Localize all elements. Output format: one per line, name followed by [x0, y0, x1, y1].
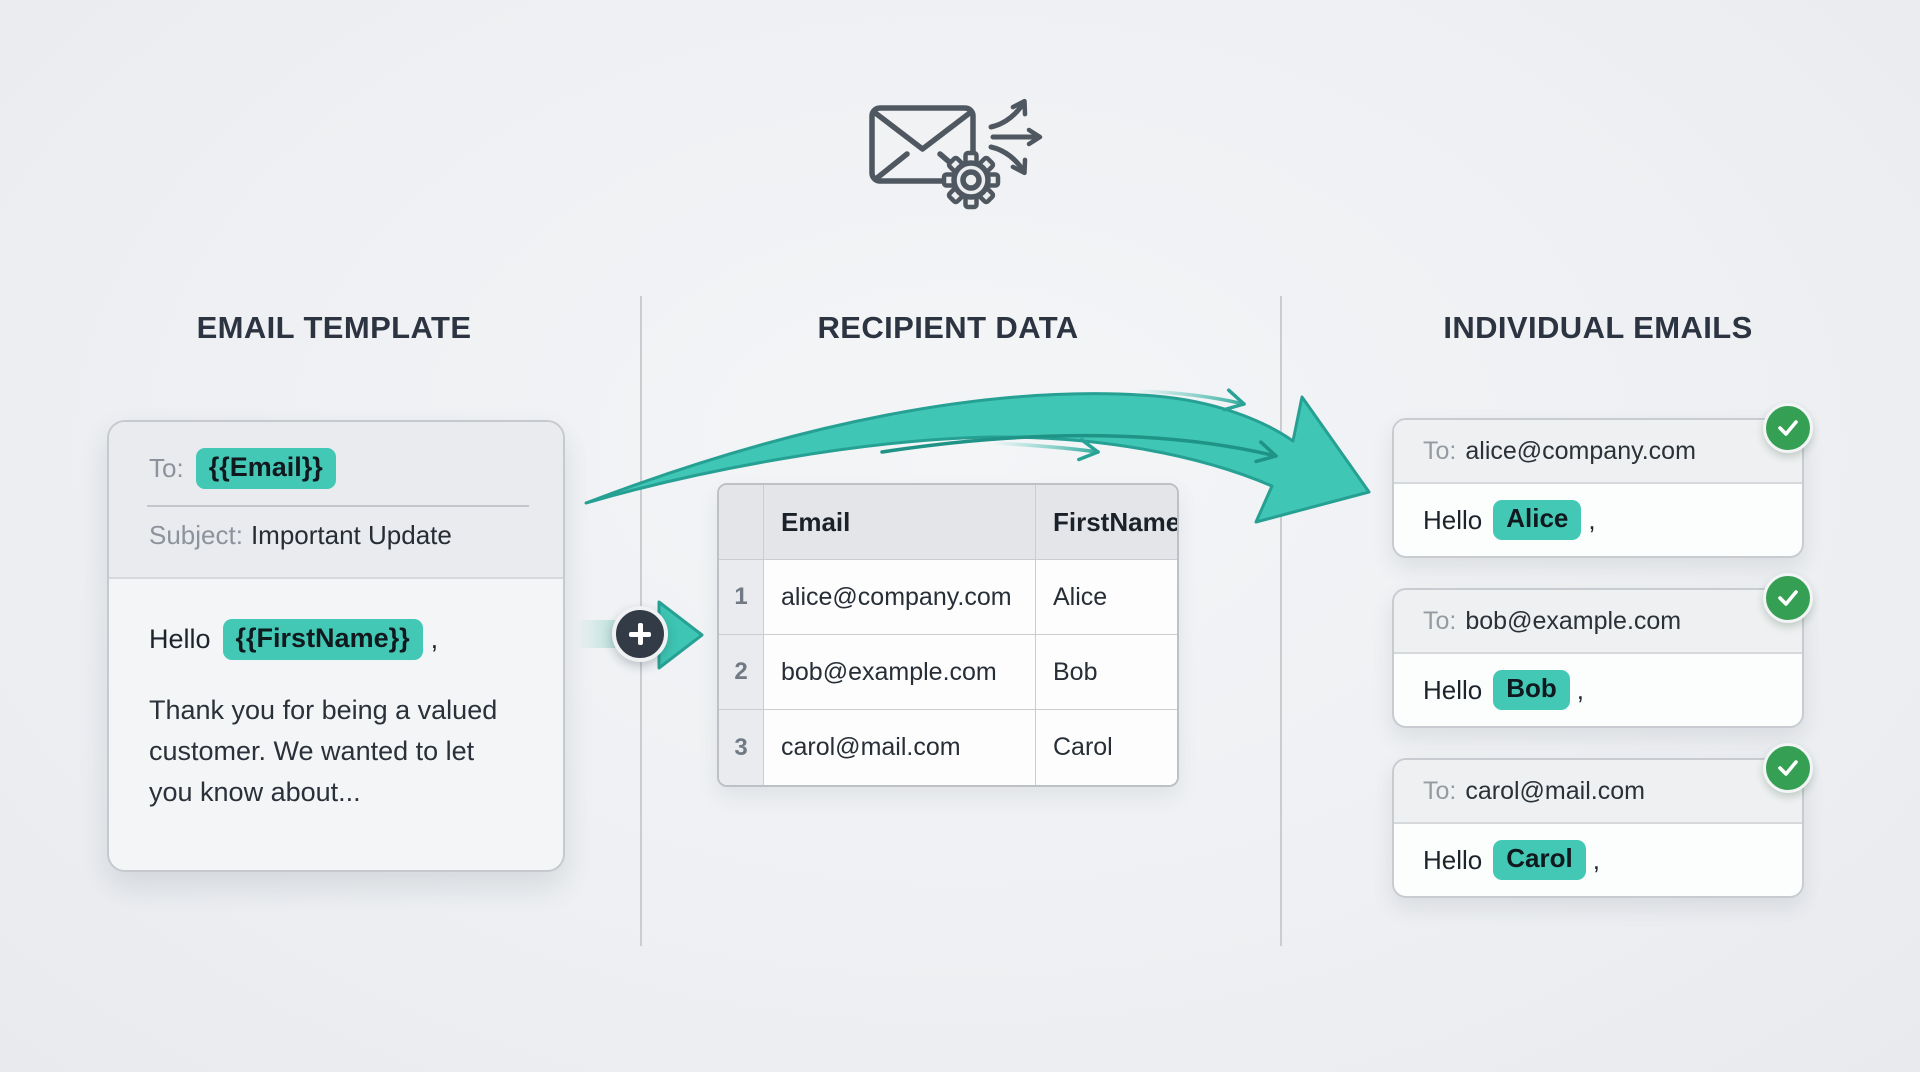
table-cell-email: bob@example.com: [764, 635, 1036, 710]
template-to-label: To:: [149, 453, 184, 484]
check-icon: [1778, 760, 1798, 776]
firstname-merge-field: {{FirstName}}: [222, 619, 423, 661]
email-to-label: To:: [1423, 776, 1457, 805]
merged-name-chip: Alice: [1493, 500, 1582, 540]
template-greeting-prefix: Hello: [149, 624, 211, 655]
recipient-table: Email FirstName 1 alice@company.com Alic…: [717, 483, 1179, 787]
email-to-address: alice@company.com: [1465, 436, 1696, 465]
email-to-label: To:: [1423, 436, 1457, 465]
template-header: To: {{Email}} Subject:Important Update: [109, 422, 563, 579]
section-title-email-template: EMAIL TEMPLATE: [196, 310, 472, 345]
envelope-icon: [869, 105, 976, 184]
checkmark-badge: [1763, 573, 1813, 623]
email-greeting-prefix: Hello: [1423, 504, 1483, 535]
email-greeting-suffix: ,: [1592, 844, 1600, 875]
email-to-address: bob@example.com: [1465, 606, 1682, 635]
template-subject-label: Subject:: [149, 520, 243, 551]
email-card-alice: To: alice@company.com Hello Alice ,: [1392, 403, 1813, 558]
section-title-individual-emails: INDIVIDUAL EMAILS: [1443, 310, 1753, 345]
template-header-divider: [147, 505, 529, 508]
table-header-email: Email: [764, 485, 1036, 560]
fanout-arrows-icon: [988, 98, 1043, 176]
email-template-card: To: {{Email}} Subject:Important Update H…: [107, 420, 565, 872]
email-card-carol: To: carol@mail.com Hello Carol ,: [1392, 743, 1813, 898]
table-cell-firstname: Alice: [1036, 560, 1177, 635]
accent-arrow-top: [1134, 388, 1246, 412]
check-icon: [1778, 420, 1798, 436]
table-cell-email: alice@company.com: [764, 560, 1036, 635]
email-to-label: To:: [1423, 606, 1457, 635]
merged-name-chip: Carol: [1493, 840, 1586, 880]
table-header-firstname: FirstName: [1036, 485, 1177, 560]
email-greeting-prefix: Hello: [1423, 844, 1483, 875]
table-corner-cell: [719, 485, 764, 560]
email-merge-field: {{Email}}: [195, 448, 336, 490]
email-card-bob: To: bob@example.com Hello Bob ,: [1392, 573, 1813, 728]
section-divider-right: [1280, 296, 1282, 946]
check-icon: [1778, 590, 1798, 606]
checkmark-badge: [1763, 403, 1813, 453]
accent-arrow-middle: [991, 437, 1100, 462]
swoosh-inner-arrow: [880, 433, 1278, 464]
row-number: 1: [719, 560, 764, 635]
table-cell-email: carol@mail.com: [764, 710, 1036, 785]
merged-name-chip: Bob: [1493, 670, 1570, 710]
email-greeting-suffix: ,: [1588, 504, 1596, 535]
section-title-recipient-data: RECIPIENT DATA: [817, 310, 1079, 345]
checkmark-badge: [1763, 743, 1813, 793]
row-number: 2: [719, 635, 764, 710]
email-greeting-prefix: Hello: [1423, 674, 1483, 705]
gear-icon: [941, 150, 1001, 210]
table-cell-firstname: Carol: [1036, 710, 1177, 785]
table-cell-firstname: Bob: [1036, 635, 1177, 710]
email-to-address: carol@mail.com: [1465, 776, 1645, 805]
envelope-send-icon: [869, 98, 1043, 210]
template-body-text: Thank you for being a valued customer. W…: [149, 695, 498, 808]
row-number: 3: [719, 710, 764, 785]
email-greeting-suffix: ,: [1576, 674, 1585, 705]
template-subject-value: Important Update: [250, 520, 452, 551]
template-greeting-suffix: ,: [430, 624, 439, 655]
plus-icon: [612, 606, 668, 662]
